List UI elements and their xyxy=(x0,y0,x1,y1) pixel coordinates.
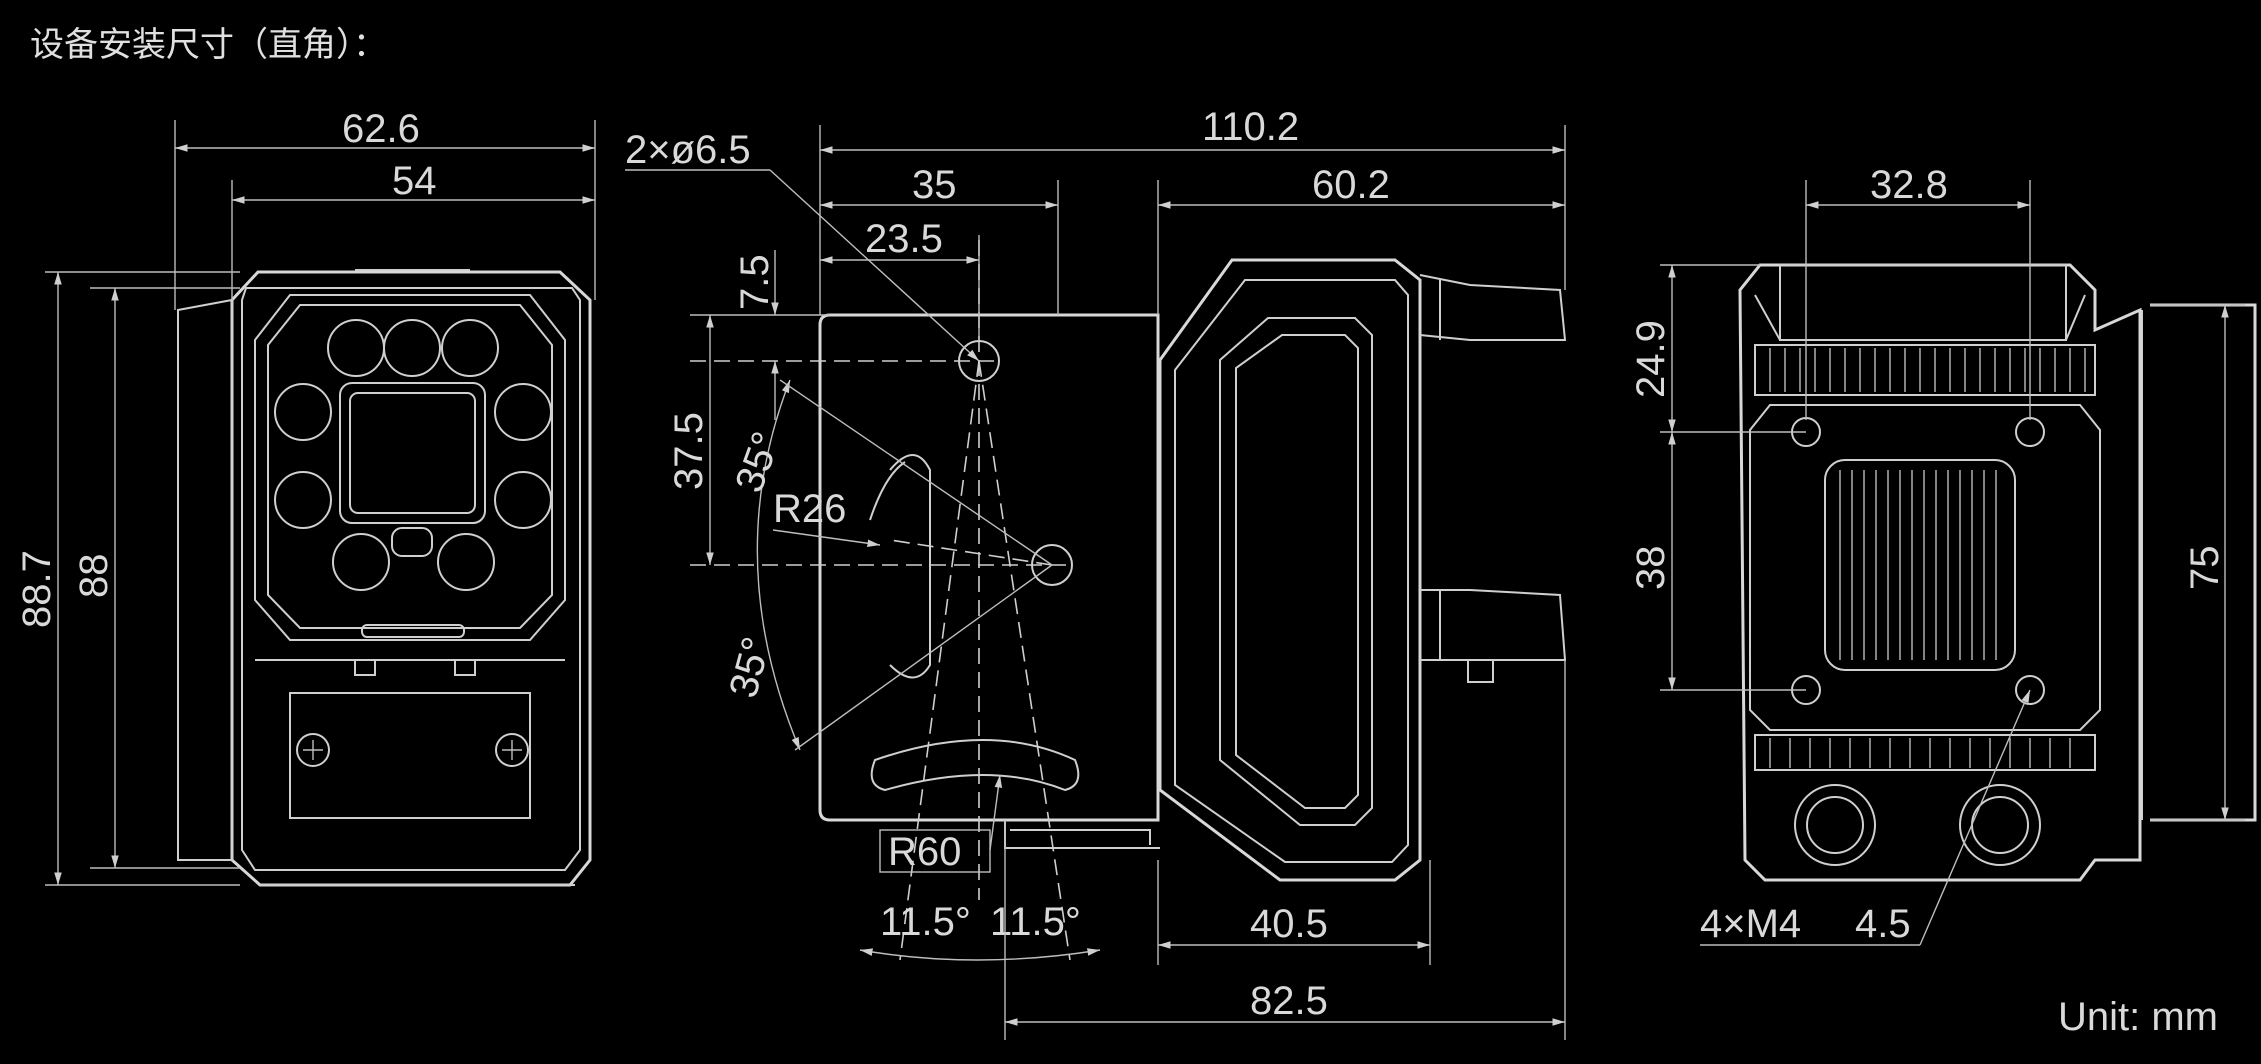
dim-angle-lower: 35° xyxy=(721,633,779,703)
dim-len-37-5: 37.5 xyxy=(667,412,711,490)
front-view: 62.6 54 88.7 88 xyxy=(15,107,596,887)
dim-len-23-5: 23.5 xyxy=(865,217,943,261)
side-view: 110.2 2×ø6.5 35 23.5 60.2 7.5 37.5 35° 3… xyxy=(625,105,1567,1040)
dim-width-inner: 54 xyxy=(392,159,437,203)
dim-len-82-5: 82.5 xyxy=(1250,979,1328,1023)
dim-radius-26: R26 xyxy=(773,487,846,531)
dim-angle-right: 11.5° xyxy=(990,900,1081,944)
dim-offset-24-9: 24.9 xyxy=(1629,320,1673,398)
dim-width-outer: 62.6 xyxy=(342,107,420,151)
dim-angle-left: 11.5° xyxy=(880,900,971,944)
dim-len-35: 35 xyxy=(912,163,957,207)
dim-hole-spacing-w: 32.8 xyxy=(1870,163,1948,207)
dim-height-75: 75 xyxy=(2183,546,2227,591)
dim-len-40-5: 40.5 xyxy=(1250,902,1328,946)
dim-hole-spacing-h: 38 xyxy=(1629,546,1673,591)
dim-thread-spec: 4×M4 xyxy=(1700,902,1801,946)
page-title: 设备安装尺寸（直角）： xyxy=(30,25,387,65)
unit-label: Unit: mm xyxy=(2058,995,2218,1039)
rear-view: 32.8 24.9 38 75 4×M4 4.5 xyxy=(1629,163,2257,946)
dim-thread-depth: 4.5 xyxy=(1855,902,1911,946)
dim-hole-spec: 2×ø6.5 xyxy=(625,128,751,172)
dim-height-outer: 88.7 xyxy=(15,550,59,628)
dim-total-length: 110.2 xyxy=(1202,105,1299,149)
dim-len-7-5: 7.5 xyxy=(733,254,777,310)
dim-radius-60: R60 xyxy=(888,830,961,874)
dim-len-60-2: 60.2 xyxy=(1312,163,1390,207)
dim-height-inner: 88 xyxy=(72,554,116,599)
